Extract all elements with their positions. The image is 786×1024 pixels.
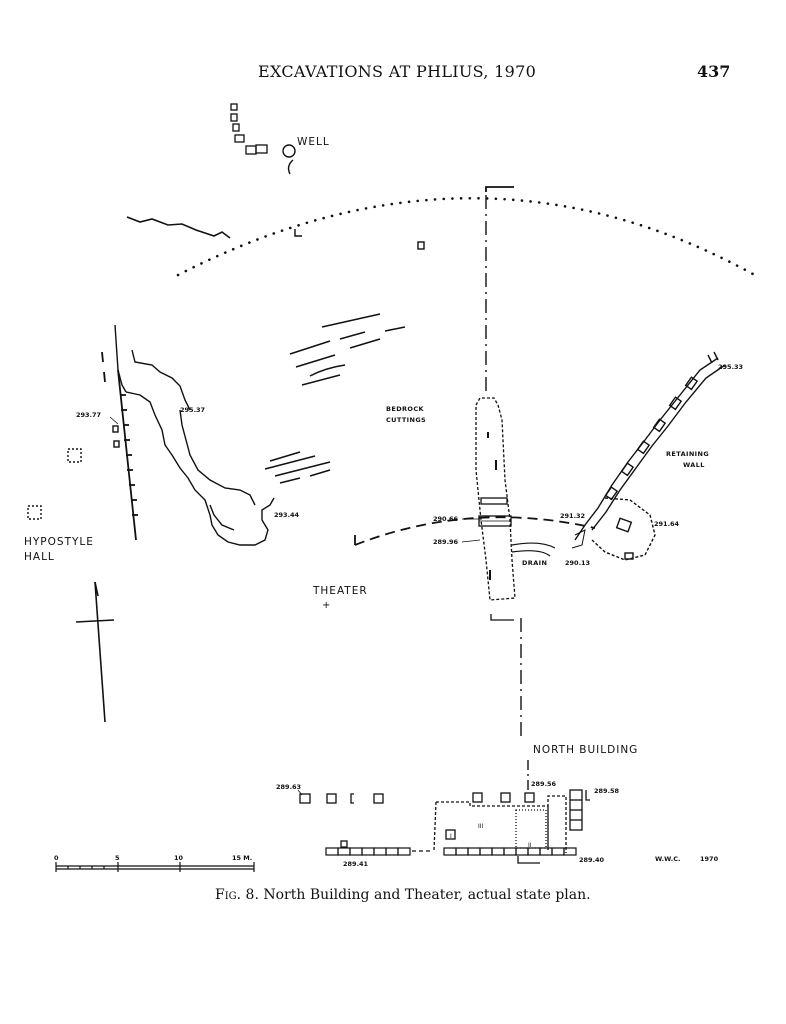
figure-label: Fig. 8.	[215, 887, 259, 903]
elevation-293-77: 293.77	[76, 411, 101, 419]
west-wall-ticks	[101, 351, 138, 541]
north-axis-bracket	[485, 186, 514, 192]
north-building-label: NORTH BUILDING	[533, 744, 638, 756]
elevation-289-41: 289.41	[343, 860, 369, 868]
drain-label: DRAIN	[522, 559, 547, 567]
orchestra-dashed-arc	[354, 516, 596, 546]
figure-caption: Fig. 8. North Building and Theater, actu…	[215, 887, 591, 903]
small-marker	[294, 229, 302, 237]
room-label-i: I	[450, 833, 452, 840]
figure-caption-text: North Building and Theater, actual state…	[263, 887, 591, 903]
hypostyle-column-base	[27, 505, 42, 520]
scale-tick-15: 15 M.	[232, 854, 252, 862]
elevation-289-96: 289.96	[433, 538, 459, 546]
central-trench	[475, 397, 516, 621]
small-block	[113, 440, 120, 448]
scale-bar	[55, 862, 255, 872]
room-label-ii: II	[528, 842, 532, 849]
drafting-year: 1970	[700, 855, 719, 863]
well-label: WELL	[297, 136, 330, 148]
drain-channel	[511, 550, 551, 557]
elevation-289-56: 289.56	[531, 780, 557, 788]
drain-channel	[511, 542, 556, 549]
leader-line	[461, 539, 481, 543]
theater-wall-fragment	[126, 216, 231, 239]
north-building-plan	[299, 789, 590, 864]
hypostyle-column-base	[67, 448, 82, 463]
small-block	[112, 425, 119, 433]
leader-line	[297, 789, 303, 796]
theater-center-mark: +	[322, 600, 330, 611]
retaining-wall-label-line1: RETAINING	[666, 450, 709, 458]
elevation-289-40: 289.40	[579, 856, 605, 864]
elevation-289-58: 289.58	[594, 787, 620, 795]
retaining-wall-label-line2: WALL	[683, 461, 705, 469]
west-bedrock-outline	[114, 324, 275, 546]
elevation-295-37: 295.37	[180, 406, 205, 414]
theater-label: THEATER	[312, 585, 368, 597]
running-title: EXCAVATIONS AT PHLIUS, 1970	[258, 62, 537, 81]
elevation-289-63: 289.63	[276, 783, 301, 791]
small-block	[417, 241, 425, 250]
leader-line	[109, 416, 119, 425]
retaining-wall	[571, 351, 726, 561]
room-label-iii: III	[478, 823, 484, 830]
scale-tick-5: 5	[115, 854, 120, 862]
well-area-blocks	[230, 103, 268, 155]
bedrock-cutting-strokes	[264, 313, 406, 484]
drafter-initials: W.W.C.	[655, 855, 680, 863]
page-number: 437	[697, 62, 731, 81]
elevation-291-32: 291.32	[560, 512, 585, 520]
hypostyle-label-line1: HYPOSTYLE	[24, 536, 94, 548]
elevation-293-44: 293.44	[274, 511, 300, 519]
hypostyle-label-line2: HALL	[24, 551, 55, 563]
well-circle-icon	[282, 144, 296, 175]
elevation-290-66: 290.66	[433, 515, 459, 523]
scale-tick-0: 0	[54, 854, 59, 862]
bedrock-label-line2: CUTTINGS	[386, 416, 426, 424]
elevation-291-64: 291.64	[654, 520, 680, 528]
bedrock-label-line1: BEDROCK	[386, 405, 424, 413]
theater-outer-dotted-arc	[176, 196, 762, 280]
elevation-290-13: 290.13	[565, 559, 590, 567]
north-arrow-icon	[75, 581, 115, 723]
scale-tick-10: 10	[174, 854, 184, 862]
elevation-295-33: 295.33	[718, 363, 743, 371]
